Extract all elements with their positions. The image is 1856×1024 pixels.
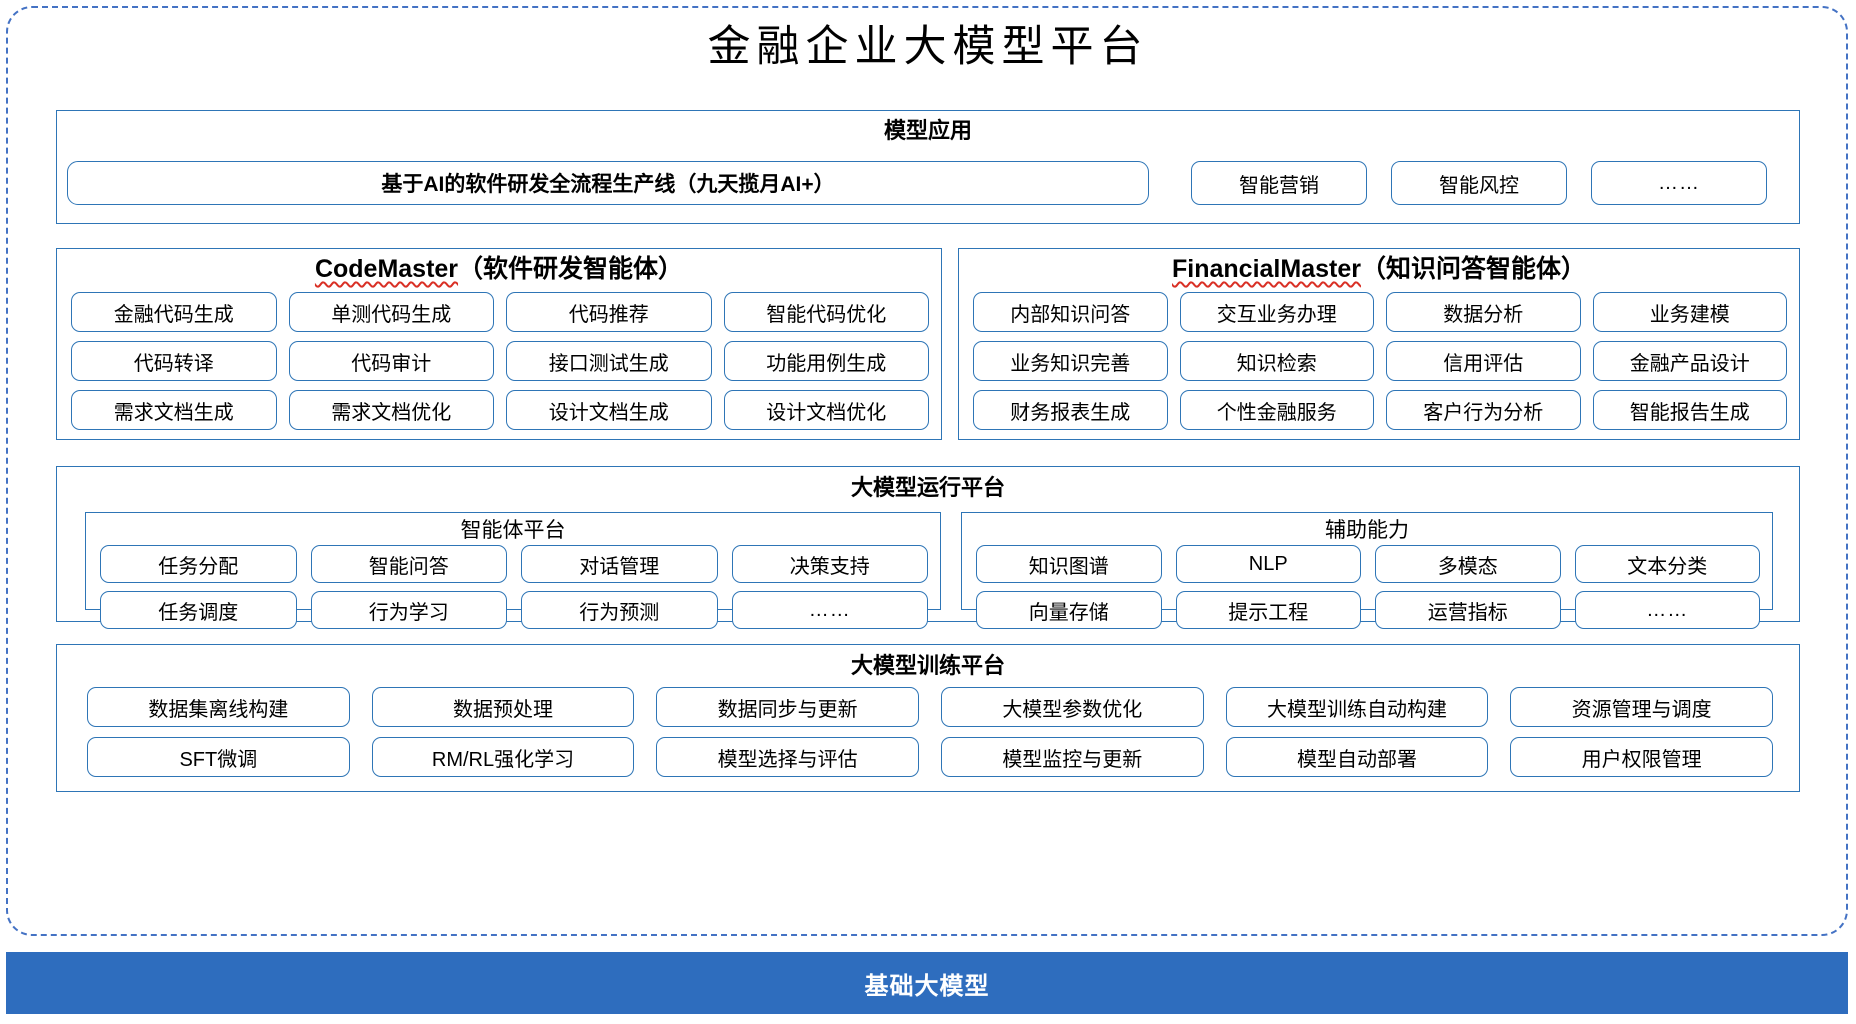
foundation-model-label: 基础大模型: [864, 972, 990, 1000]
chip-training-10[interactable]: 模型监控与更新: [940, 737, 1204, 777]
chip-training-1[interactable]: 数据集离线构建: [87, 687, 350, 727]
financialmaster-title: FinancialMaster（知识问答智能体）: [959, 257, 1799, 282]
codemaster-capability-grid: 金融代码生成 单测代码生成 代码推荐 智能代码优化 代码转译 代码审计 接口测试…: [71, 292, 929, 430]
chip-codemaster-2[interactable]: 单测代码生成: [288, 292, 494, 332]
chip-agent-platform-7[interactable]: 行为预测: [521, 591, 718, 629]
chip-training-2[interactable]: 数据预处理: [371, 687, 635, 727]
page-title: 金融企业大模型平台: [707, 22, 1149, 72]
chip-training-11[interactable]: 模型自动部署: [1225, 737, 1489, 777]
model-application-row: 基于AI的软件研发全流程生产线（九天揽月AI+） 智能营销 智能风控 ……: [67, 156, 1791, 210]
chip-training-3[interactable]: 数据同步与更新: [656, 687, 919, 727]
codemaster-panel: CodeMaster（软件研发智能体） 金融代码生成 单测代码生成 代码推荐 智…: [56, 248, 942, 440]
chip-smart-risk-control[interactable]: 智能风控: [1391, 161, 1567, 205]
auxiliary-capability-subpanel: 辅助能力 知识图谱 NLP 多模态 文本分类 向量存储 提示工程 运营指标 ……: [961, 512, 1773, 629]
agent-platform-title: 智能体平台: [460, 519, 566, 542]
chip-financialmaster-6[interactable]: 知识检索: [1179, 341, 1374, 381]
chip-training-6[interactable]: 资源管理与调度: [1510, 687, 1773, 727]
chip-financialmaster-12[interactable]: 智能报告生成: [1592, 390, 1787, 430]
chip-codemaster-6[interactable]: 代码审计: [288, 341, 494, 381]
chip-codemaster-3[interactable]: 代码推荐: [506, 292, 712, 332]
financialmaster-suffix-label: （知识问答智能体）: [1360, 255, 1586, 283]
chip-codemaster-12[interactable]: 设计文档优化: [723, 390, 929, 430]
chip-codemaster-8[interactable]: 功能用例生成: [723, 341, 929, 381]
agent-platform-subpanel: 智能体平台 任务分配 智能问答 对话管理 决策支持 任务调度 行为学习 行为预测…: [85, 512, 941, 629]
agent-platform-grid: 任务分配 智能问答 对话管理 决策支持 任务调度 行为学习 行为预测 ……: [100, 545, 928, 629]
chip-training-4[interactable]: 大模型参数优化: [940, 687, 1204, 727]
chip-ai-sdlc-pipeline[interactable]: 基于AI的软件研发全流程生产线（九天揽月AI+）: [67, 161, 1149, 205]
chip-agent-platform-more[interactable]: ……: [731, 591, 928, 629]
chip-codemaster-4[interactable]: 智能代码优化: [723, 292, 929, 332]
model-application-title: 模型应用: [883, 118, 972, 143]
chip-aux-1[interactable]: 知识图谱: [976, 545, 1162, 583]
auxiliary-capability-grid: 知识图谱 NLP 多模态 文本分类 向量存储 提示工程 运营指标 ……: [976, 545, 1760, 629]
financialmaster-capability-grid: 内部知识问答 交互业务办理 数据分析 业务建模 业务知识完善 知识检索 信用评估…: [973, 292, 1787, 430]
chip-training-8[interactable]: RM/RL强化学习: [371, 737, 635, 777]
foundation-model-bar: 基础大模型: [6, 952, 1848, 1014]
chip-codemaster-1[interactable]: 金融代码生成: [71, 292, 277, 332]
chip-agent-platform-5[interactable]: 任务调度: [100, 591, 297, 629]
runtime-platform-title: 大模型运行平台: [850, 475, 1005, 500]
chip-codemaster-5[interactable]: 代码转译: [71, 341, 277, 381]
financialmaster-panel: FinancialMaster（知识问答智能体） 内部知识问答 交互业务办理 数…: [958, 248, 1800, 440]
chip-agent-platform-2[interactable]: 智能问答: [310, 545, 507, 583]
chip-codemaster-10[interactable]: 需求文档优化: [288, 390, 494, 430]
chip-aux-4[interactable]: 文本分类: [1574, 545, 1760, 583]
chip-aux-5[interactable]: 向量存储: [976, 591, 1162, 629]
chip-agent-platform-1[interactable]: 任务分配: [100, 545, 297, 583]
auxiliary-capability-title: 辅助能力: [1325, 519, 1409, 542]
training-platform-grid: 数据集离线构建 数据预处理 数据同步与更新 大模型参数优化 大模型训练自动构建 …: [87, 687, 1773, 777]
chip-agent-platform-6[interactable]: 行为学习: [310, 591, 507, 629]
chip-smart-marketing[interactable]: 智能营销: [1191, 161, 1367, 205]
training-platform-panel: 大模型训练平台 数据集离线构建 数据预处理 数据同步与更新 大模型参数优化 大模…: [56, 644, 1800, 792]
chip-financialmaster-8[interactable]: 金融产品设计: [1592, 341, 1787, 381]
model-application-chips: 智能营销 智能风控 ……: [1191, 161, 1767, 205]
runtime-platform-panel: 大模型运行平台 智能体平台 任务分配 智能问答 对话管理 决策支持 任务调度 行…: [56, 466, 1800, 629]
codemaster-brand-label: CodeMaster: [314, 255, 459, 283]
chip-training-9[interactable]: 模型选择与评估: [656, 737, 919, 777]
chip-financialmaster-11[interactable]: 客户行为分析: [1386, 390, 1581, 430]
outer-dashed-border: [6, 6, 1848, 936]
chip-aux-3[interactable]: 多模态: [1375, 545, 1561, 583]
chip-agent-platform-4[interactable]: 决策支持: [731, 545, 928, 583]
chip-financialmaster-2[interactable]: 交互业务办理: [1179, 292, 1374, 332]
codemaster-suffix-label: （软件研发智能体）: [458, 255, 684, 283]
chip-aux-7[interactable]: 运营指标: [1375, 591, 1561, 629]
training-platform-title: 大模型训练平台: [850, 653, 1005, 678]
chip-agent-platform-3[interactable]: 对话管理: [521, 545, 718, 583]
chip-codemaster-9[interactable]: 需求文档生成: [71, 390, 277, 430]
chip-aux-6[interactable]: 提示工程: [1175, 591, 1361, 629]
chip-training-5[interactable]: 大模型训练自动构建: [1225, 687, 1489, 727]
chip-financialmaster-7[interactable]: 信用评估: [1386, 341, 1581, 381]
model-application-panel: 模型应用 基于AI的软件研发全流程生产线（九天揽月AI+） 智能营销 智能风控 …: [56, 110, 1800, 224]
chip-financialmaster-4[interactable]: 业务建模: [1592, 292, 1787, 332]
financialmaster-brand-label: FinancialMaster: [1172, 255, 1361, 283]
chip-financialmaster-3[interactable]: 数据分析: [1386, 292, 1581, 332]
codemaster-title: CodeMaster（软件研发智能体）: [57, 257, 941, 282]
chip-codemaster-11[interactable]: 设计文档生成: [506, 390, 712, 430]
chip-aux-more[interactable]: ……: [1574, 591, 1760, 629]
chip-financialmaster-10[interactable]: 个性金融服务: [1179, 390, 1374, 430]
chip-financialmaster-1[interactable]: 内部知识问答: [973, 292, 1168, 332]
chip-training-12[interactable]: 用户权限管理: [1510, 737, 1773, 777]
chip-aux-2[interactable]: NLP: [1175, 545, 1361, 583]
chip-more-applications[interactable]: ……: [1591, 161, 1767, 205]
chip-financialmaster-5[interactable]: 业务知识完善: [973, 341, 1168, 381]
chip-codemaster-7[interactable]: 接口测试生成: [506, 341, 712, 381]
chip-training-7[interactable]: SFT微调: [87, 737, 350, 777]
chip-financialmaster-9[interactable]: 财务报表生成: [973, 390, 1168, 430]
